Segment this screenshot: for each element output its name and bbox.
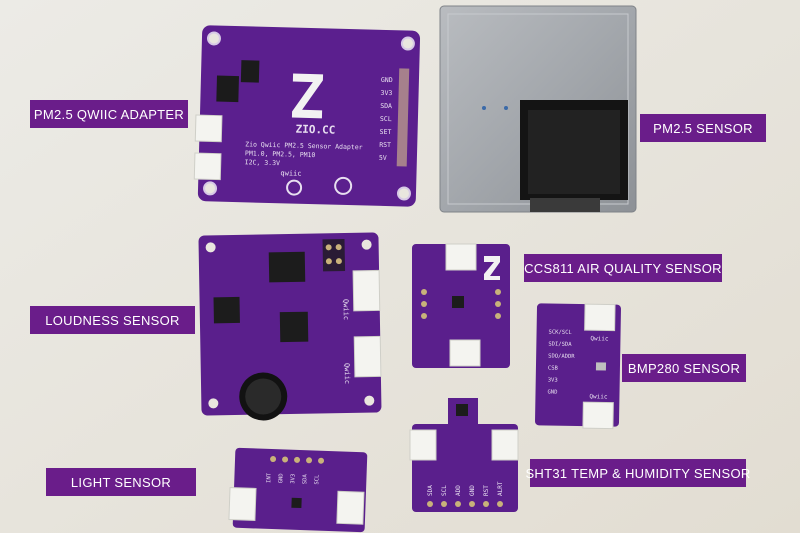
light-pin-gnd: GND (278, 473, 284, 483)
adapter-silk-line1: Zio Qwiic PM2.5 Sensor Adapter (245, 140, 363, 151)
adapter-pin-set: SET (379, 128, 391, 136)
bmp-pin-sda: SDI/SDA (548, 341, 572, 347)
label-sht31-sensor: SHT31 TEMP & HUMIDITY SENSOR (525, 459, 750, 487)
sht-pin-gnd: GND (469, 485, 476, 496)
label-loudness-sensor: LOUDNESS SENSOR (30, 306, 195, 334)
adapter-qwiic-text: qwiic (280, 169, 301, 178)
loudness-qwiic-label-1: Qwiic (342, 299, 350, 320)
label-bmp280-sensor: BMP280 SENSOR (622, 354, 746, 382)
sht-pin-add: ADD (455, 485, 462, 496)
pm25-sensor-module (439, 5, 637, 213)
loudness-sensor-board: Qwiic Qwiic (198, 232, 382, 421)
label-light-sensor: LIGHT SENSOR (46, 468, 196, 496)
adapter-silk-line3: I2C, 3.3V (245, 158, 281, 167)
sht31-sensor-board: SDA SCL ADD GND RST ALRT (409, 398, 519, 512)
bmp-pin-gnd: GND (547, 389, 557, 395)
adapter-logo-text: ZIO.CC (295, 123, 335, 137)
adapter-pin-5v: 5V (379, 154, 387, 162)
bmp-qwiic-label-2: Qwiic (589, 393, 608, 400)
light-pin-int: INT (266, 472, 272, 483)
label-pm25-adapter: PM2.5 QWIIC ADAPTER (30, 100, 188, 128)
bmp-pin-scl: SCK/SCL (549, 329, 573, 335)
adapter-silk-line2: PM1.0, PM2.5, PM10 (245, 149, 316, 159)
sht-pin-rst: RST (483, 485, 490, 496)
adapter-pin-gnd: GND (381, 76, 393, 84)
bmp-pin-csb: CSB (548, 365, 559, 371)
light-pin-scl: SCL (314, 474, 320, 485)
label-pm25-sensor: PM2.5 SENSOR (640, 114, 766, 142)
ccs811-sensor-board (412, 243, 510, 368)
adapter-pin-3v3: 3V3 (380, 89, 392, 97)
light-sensor-board: INT GND 3V3 SDA SCL (228, 447, 368, 533)
pm25-adapter-board: ZIO.CC Zio Qwiic PM2.5 Sensor Adapter PM… (193, 25, 421, 207)
sht-pin-scl: SCL (441, 485, 448, 496)
sht-pin-sda: SDA (427, 485, 434, 496)
bmp280-sensor-board: SCK/SCL SDI/SDA SDO/ADDR CSB 3V3 GND Qwi… (535, 303, 621, 430)
adapter-pin-scl: SCL (380, 115, 392, 123)
light-pin-3v3: 3V3 (290, 474, 296, 484)
bmp-pin-3v3: 3V3 (548, 377, 558, 383)
sht-pin-alrt: ALRT (497, 481, 504, 496)
bmp-qwiic-label-1: Qwiic (590, 335, 609, 342)
light-pin-sda: SDA (302, 473, 308, 484)
label-ccs811-sensor: CCS811 AIR QUALITY SENSOR (524, 254, 722, 282)
adapter-pin-sda: SDA (380, 102, 392, 110)
bmp-pin-addr: SDO/ADDR (548, 353, 575, 359)
loudness-qwiic-label-2: Qwiic (343, 363, 351, 384)
adapter-pin-rst: RST (379, 141, 391, 149)
